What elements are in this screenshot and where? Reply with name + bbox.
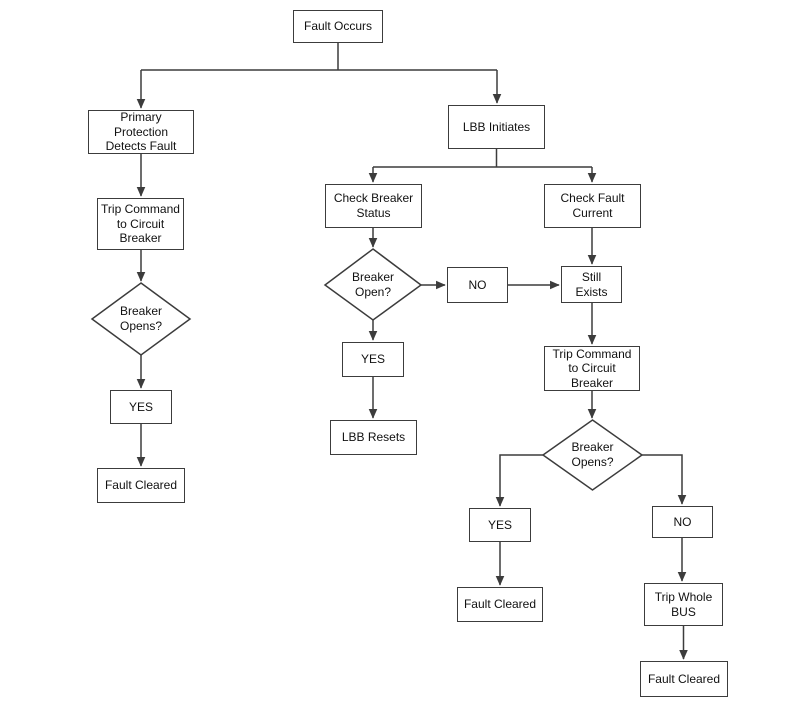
node-fault-cleared-right: Fault Cleared [640, 661, 728, 697]
label-breaker-open-mid: Breaker Open? [351, 269, 395, 299]
edge-diamond-right-to-no [642, 454, 687, 505]
diamond-breaker-opens-right [541, 419, 644, 491]
diamond-breaker-opens-left [90, 282, 192, 356]
edge-lbb-split-bar [373, 149, 592, 168]
node-fault-occurs: Fault Occurs [293, 10, 383, 43]
node-still-exists: Still Exists [561, 266, 622, 303]
label-breaker-opens-left: Breaker Opens? [119, 304, 163, 333]
decision-diamonds [90, 248, 644, 491]
node-trip-command-right: Trip Command to Circuit Breaker [544, 346, 640, 391]
label-breaker-opens-right: Breaker Opens? [571, 440, 614, 469]
edge-diamond-right-to-yes [495, 454, 543, 507]
edge-trunk [141, 43, 497, 71]
node-primary-protection: Primary Protection Detects Fault [88, 110, 194, 154]
node-yes-mid: YES [342, 342, 404, 377]
diamond-breaker-open-mid [323, 248, 423, 321]
node-no-right: NO [652, 506, 713, 538]
node-check-breaker-status: Check Breaker Status [325, 184, 422, 228]
node-fault-cleared-left: Fault Cleared [97, 468, 185, 503]
node-yes-right: YES [469, 508, 531, 542]
node-yes-left: YES [110, 390, 172, 424]
node-trip-command-left: Trip Command to Circuit Breaker [97, 198, 184, 250]
connectors [136, 43, 688, 660]
node-lbb-resets: LBB Resets [330, 420, 417, 455]
node-lbb-initiates: LBB Initiates [448, 105, 545, 149]
node-fault-cleared-mid: Fault Cleared [457, 587, 543, 622]
node-trip-whole-bus: Trip Whole BUS [644, 583, 723, 626]
node-no-mid: NO [447, 267, 508, 303]
node-check-fault-current: Check Fault Current [544, 184, 641, 228]
